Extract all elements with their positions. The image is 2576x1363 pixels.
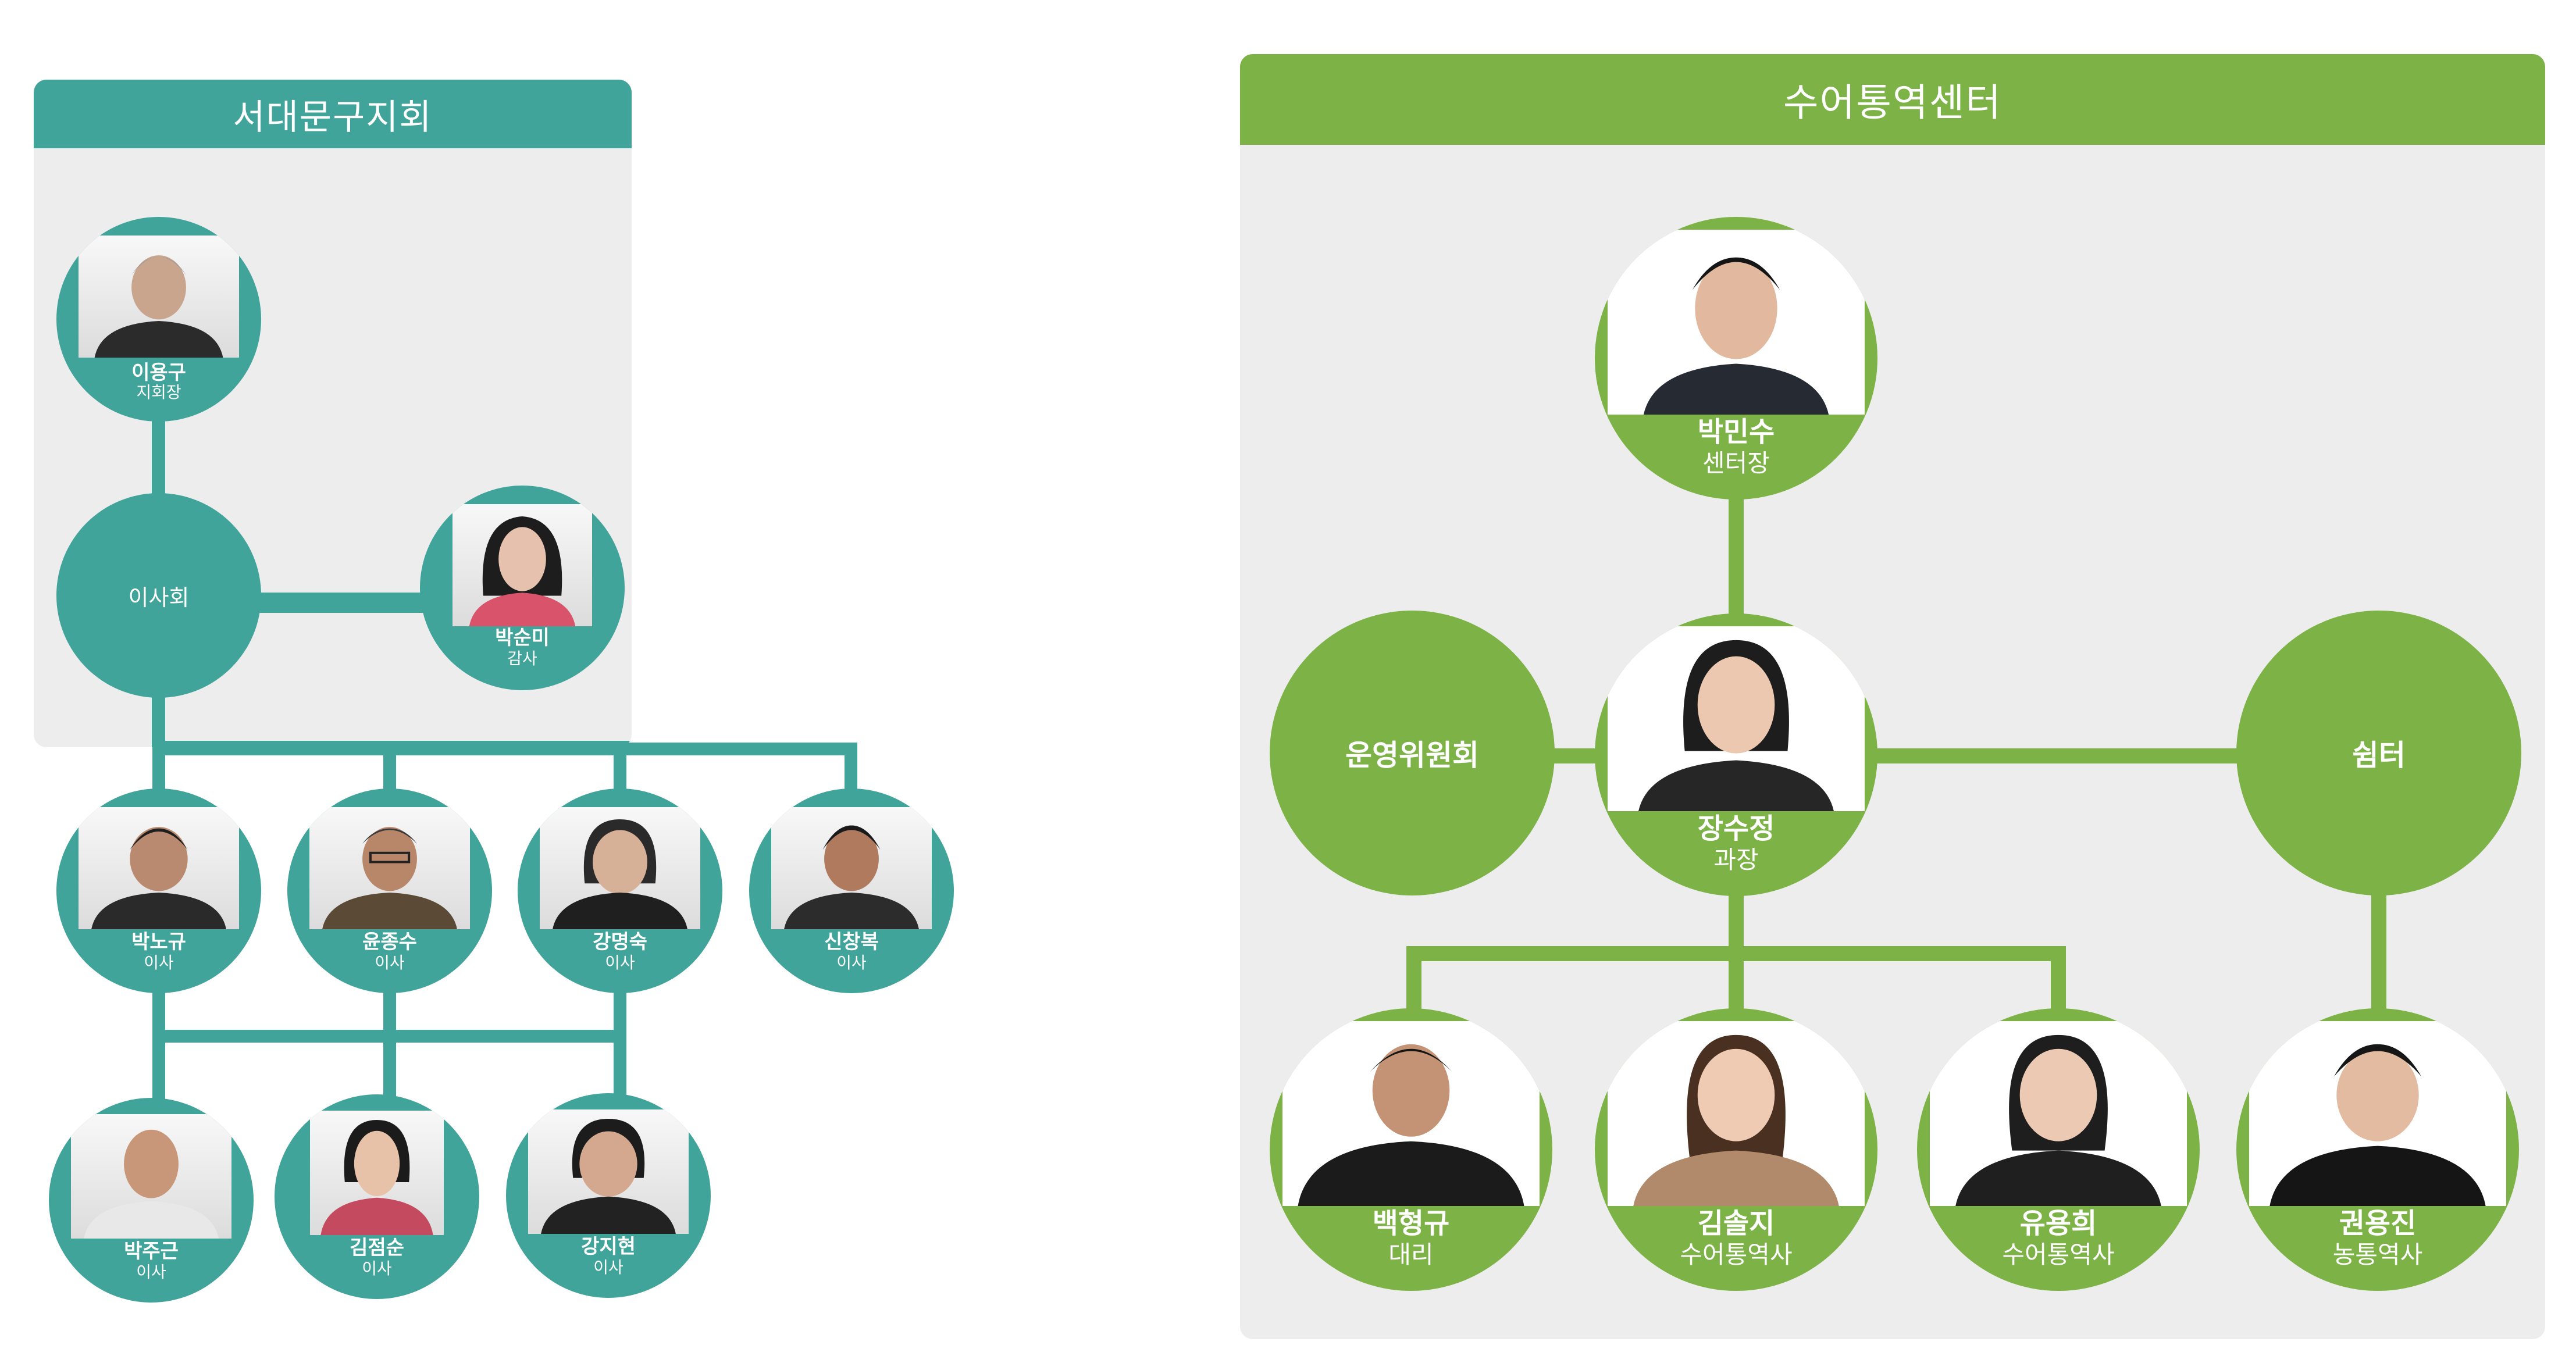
director-name: 박민수 [1697,416,1775,448]
director-photo [528,1109,689,1234]
faded-director-role: 이사 [1067,957,1097,976]
staff-node-3[interactable]: 유용희 수어통역사 [1917,1008,2200,1291]
director-name: 신창복 [824,930,879,954]
board-node[interactable]: 이사회 [56,493,261,698]
director-row2-3[interactable]: 강지현 이사 [506,1093,711,1298]
board-label: 이사회 [128,584,190,611]
director-role: 이사 [375,953,405,972]
person-silhouette-icon [541,1119,676,1234]
director-name: 김점순 [350,1236,404,1259]
director-photo [540,807,700,929]
person-silhouette-icon [322,827,457,929]
auditor-node[interactable]: 박순미 감사 [420,486,625,690]
person-silhouette-icon [91,827,226,929]
director-role: 이사 [144,953,174,972]
chief-name: 이용구 [131,361,186,384]
manager-photo [1608,626,1865,811]
director-photo [79,807,239,929]
person-silhouette-icon [94,255,223,358]
staff-node-2[interactable]: 김솔지 수어통역사 [1595,1008,1877,1291]
shelter-node[interactable]: 쉼터 [2236,611,2521,895]
manager-name: 장수정 [1697,812,1775,845]
person-silhouette-icon [1955,1034,2161,1206]
person-silhouette-icon [320,1120,433,1235]
director-row1-1[interactable]: 박노규 이사 [56,788,261,993]
director-row1-4[interactable]: 신창복 이사 [749,788,954,993]
left-panel-title: 서대문구지회 [34,80,632,148]
person-silhouette-icon [1633,1034,1839,1206]
director-role: 이사 [605,953,635,972]
director-name: 윤종수 [362,930,417,954]
person-silhouette-icon [84,1129,219,1239]
person-silhouette-icon [1298,1044,1524,1206]
chief-photo [79,236,239,358]
director-role: 센터장 [1702,449,1770,477]
person-silhouette-icon [469,516,576,626]
person-silhouette-icon [2269,1044,2486,1206]
director-photo [1608,230,1865,415]
staff-name: 유용희 [2019,1207,2097,1240]
staff-role: 수어통역사 [1680,1240,1793,1269]
staff-photo [1608,1021,1865,1206]
director-row2-2[interactable]: 김점순 이사 [275,1094,479,1299]
director-photo [309,807,470,929]
director-name: 박노규 [131,930,186,954]
staff-role: 대리 [1388,1240,1434,1269]
staff-photo [2249,1021,2506,1206]
chief-node[interactable]: 이용구 지회장 [56,217,261,422]
staff-name: 백형규 [1372,1207,1450,1240]
director-row1-2[interactable]: 윤종수 이사 [287,788,492,993]
staff-node-1[interactable]: 백형규 대리 [1270,1008,1552,1291]
chief-role: 지회장 [136,383,181,402]
person-silhouette-icon [1638,640,1834,811]
auditor-role: 감사 [507,649,537,668]
staff-photo [1930,1021,2187,1206]
director-row1-3[interactable]: 강명숙 이사 [518,788,722,993]
director-role: 이사 [593,1258,623,1277]
staff-role: 농통역사 [2332,1240,2423,1269]
director-name: 강명숙 [593,930,647,954]
director-role: 이사 [362,1259,392,1278]
staff-name: 김솔지 [1697,1207,1775,1240]
shelter-label: 쉼터 [2352,738,2406,772]
director-row2-1[interactable]: 박주근 이사 [49,1098,254,1303]
faded-director-name: 박주근 [1054,930,1109,954]
person-silhouette-icon [1643,257,1829,415]
manager-node[interactable]: 장수정 과장 [1595,613,1877,896]
manager-role: 과장 [1713,845,1759,874]
center-director-node[interactable]: 박민수 센터장 [1595,217,1877,499]
director-name: 박주근 [124,1240,179,1263]
committee-label: 운영위원회 [1345,738,1479,772]
shelter-staff-node[interactable]: 권용진 농통역사 [2236,1008,2519,1291]
right-panel-title: 수어통역센터 [1240,54,2545,145]
staff-name: 권용진 [2339,1207,2417,1240]
director-photo [71,1114,231,1239]
director-role: 이사 [836,953,867,972]
director-photo [771,807,932,929]
staff-photo [1282,1021,1540,1206]
operating-committee-node[interactable]: 운영위원회 [1270,611,1555,895]
director-photo [310,1111,444,1235]
auditor-photo [453,504,592,626]
director-role: 이사 [136,1262,166,1282]
director-name: 강지현 [581,1235,636,1258]
faded-director-label: 박주근 이사 [1035,926,1128,977]
auditor-name: 박순미 [495,626,550,650]
person-silhouette-icon [553,819,687,929]
person-silhouette-icon [784,825,919,929]
staff-role: 수어통역사 [2002,1240,2115,1269]
